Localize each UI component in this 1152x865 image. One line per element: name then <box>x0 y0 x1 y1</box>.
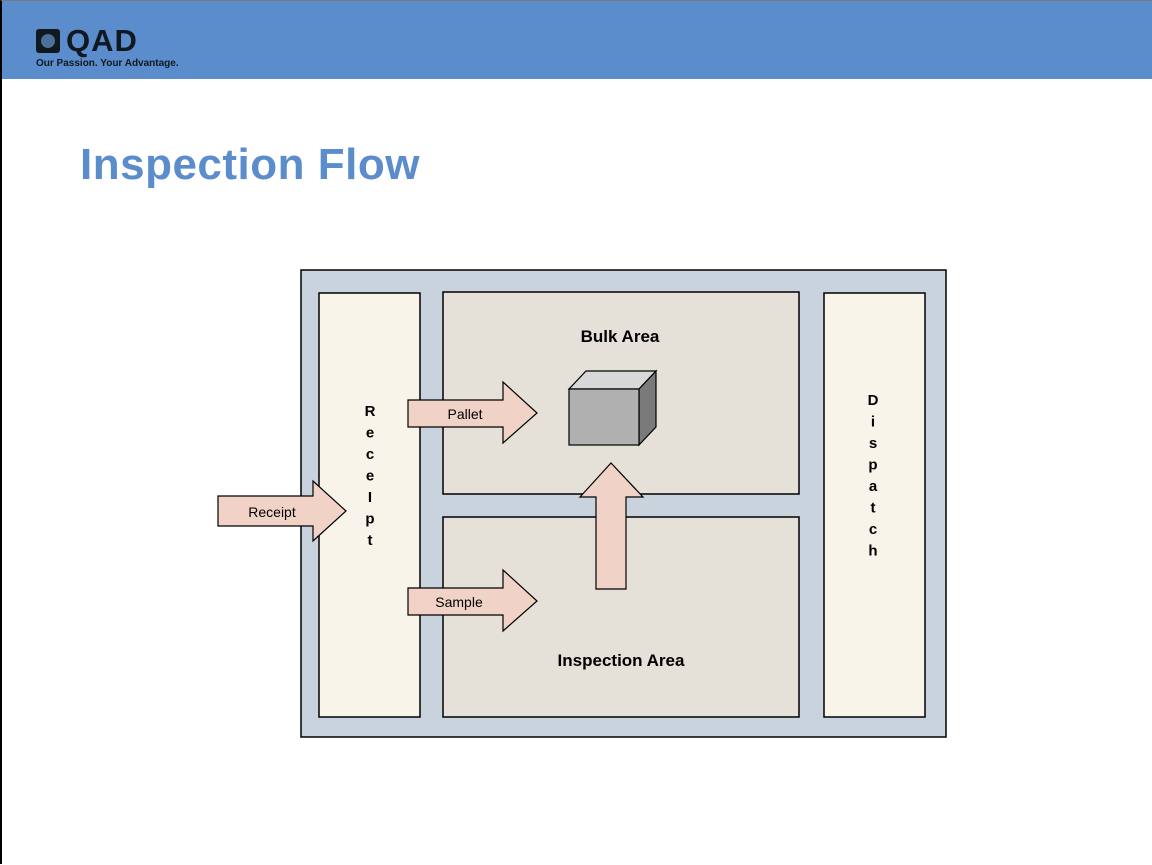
receipt-column-letter: R <box>365 403 376 420</box>
receipt-column-letter: e <box>366 468 374 485</box>
pallet-arrow: Pallet <box>407 380 538 445</box>
dispatch-column-letter: a <box>869 478 878 495</box>
inspection-area-label: Inspection Area <box>558 651 685 670</box>
sample-arrow: Sample <box>407 568 538 633</box>
dispatch-column-letter: i <box>871 414 875 431</box>
header-bar: QAD Our Passion. Your Advantage. <box>2 1 1152 79</box>
logo-tagline: Our Passion. Your Advantage. <box>36 58 179 69</box>
receipt-arrow: Receipt <box>217 479 347 543</box>
inspection-area-panel <box>442 516 800 718</box>
pallet-box-icon <box>567 369 658 447</box>
release-up-arrow <box>578 462 645 590</box>
dispatch-panel <box>823 292 926 718</box>
receipt-column-letter: I <box>368 489 372 506</box>
dispatch-column-letter: t <box>871 500 876 517</box>
dispatch-column-letter: p <box>868 457 877 474</box>
dispatch-column-letter: h <box>868 543 877 560</box>
receipt-column-letter: t <box>368 532 373 549</box>
sample-arrow-label: Sample <box>435 594 483 610</box>
qad-logo: QAD Our Passion. Your Advantage. <box>36 24 196 74</box>
logo-text: QAD <box>66 23 138 58</box>
dispatch-column-letter: D <box>868 392 879 409</box>
receipt-column-letter: c <box>366 446 374 463</box>
qad-logo-icon <box>36 29 60 53</box>
pallet-arrow-label: Pallet <box>447 406 482 422</box>
dispatch-column-letter: c <box>869 521 877 538</box>
receipt-arrow-label: Receipt <box>248 504 296 520</box>
receipt-column-letter: e <box>366 425 374 442</box>
page-title: Inspection Flow <box>80 140 420 189</box>
receipt-column-letter: p <box>365 511 374 528</box>
bulk-area-label: Bulk Area <box>581 327 660 346</box>
dispatch-column-letter: s <box>869 435 877 452</box>
